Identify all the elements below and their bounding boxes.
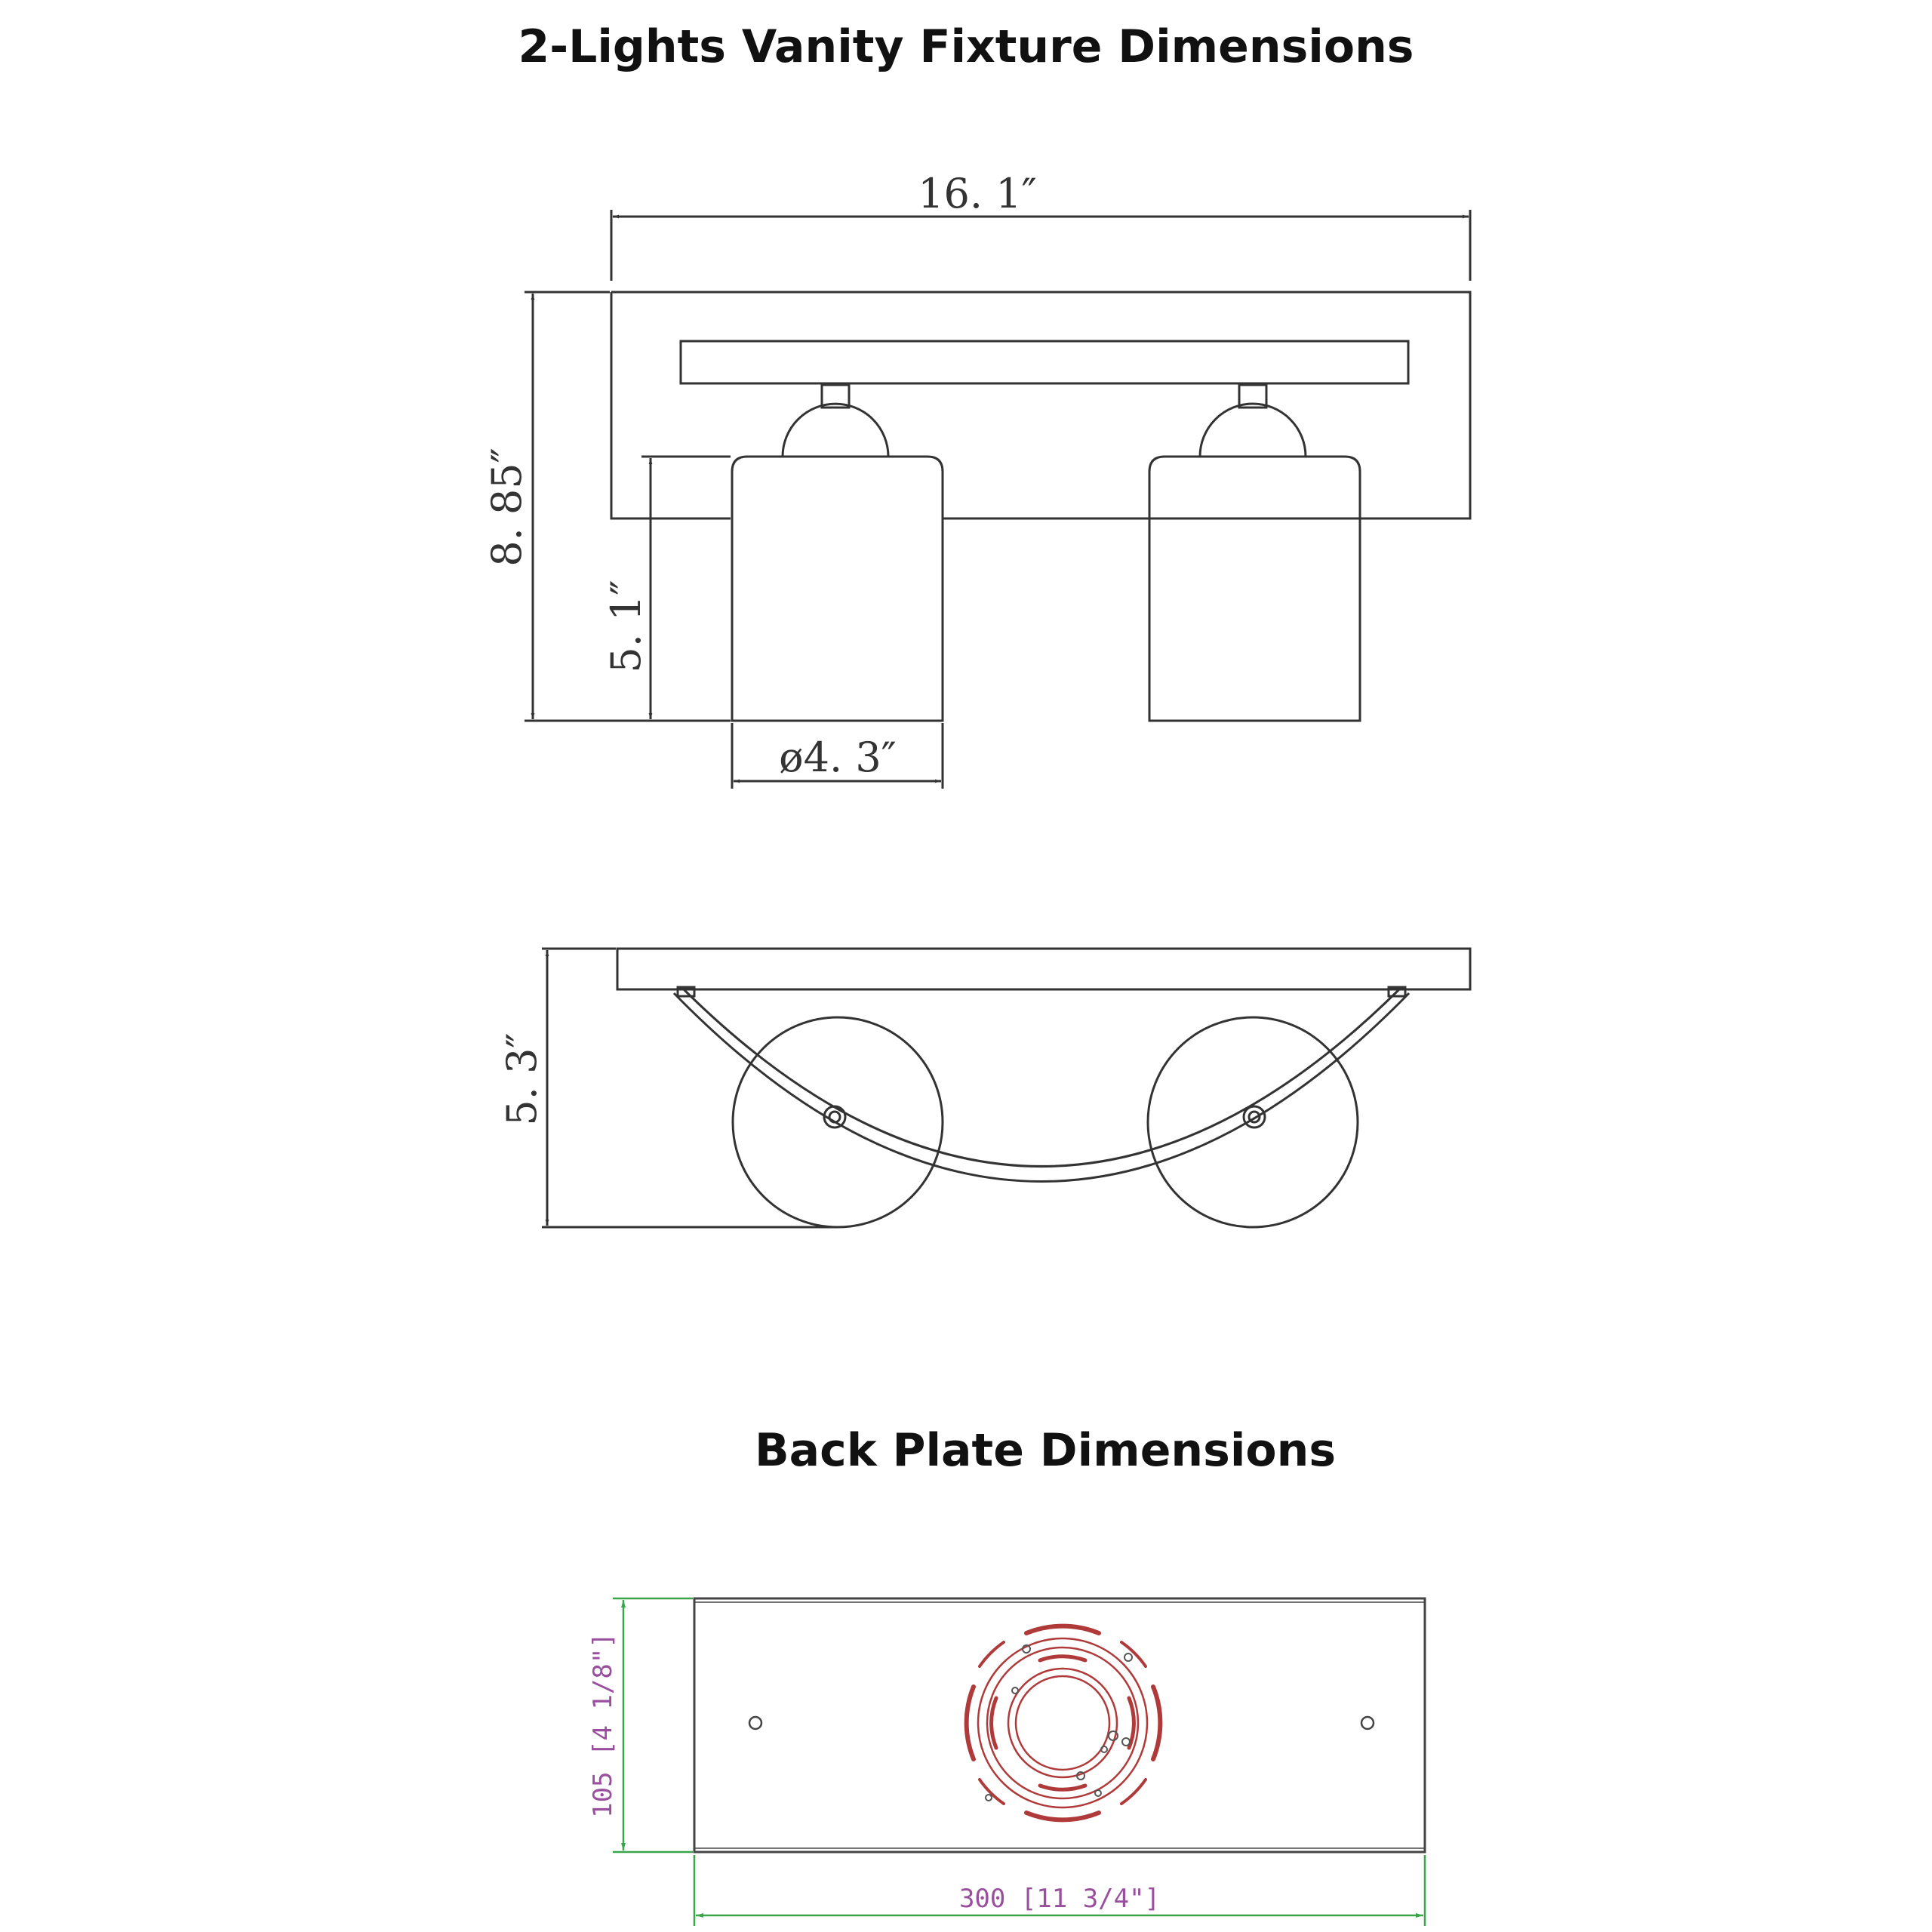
backplate-width-label: 300 [11 3/4"] [959, 1884, 1160, 1914]
mounting-hole-right [1360, 1715, 1375, 1730]
back-plate-drawing [613, 1597, 1426, 1926]
knockout-rings [964, 1623, 1163, 1823]
side-view [542, 947, 1472, 1229]
fixture-title: 2-Lights Vanity Fixture Dimensions [518, 20, 1414, 73]
width-label: 16. 1″ [918, 170, 1037, 217]
right-shade [1148, 455, 1361, 722]
shade-diameter-label: ø4. 3″ [779, 734, 897, 781]
shade-height-label: 5. 1″ [602, 580, 650, 672]
backplate-height-label: 105 [4 1/8"] [588, 1632, 618, 1818]
right-globe [1146, 1016, 1359, 1229]
left-shade [731, 455, 944, 722]
depth-label: 5. 3″ [498, 1032, 546, 1125]
mounting-hole-left [748, 1715, 763, 1730]
height-label: 8. 85″ [483, 448, 531, 567]
back-plate [693, 1597, 1426, 1854]
backplate-title: Back Plate Dimensions [755, 1424, 1336, 1477]
front-view [525, 210, 1472, 789]
